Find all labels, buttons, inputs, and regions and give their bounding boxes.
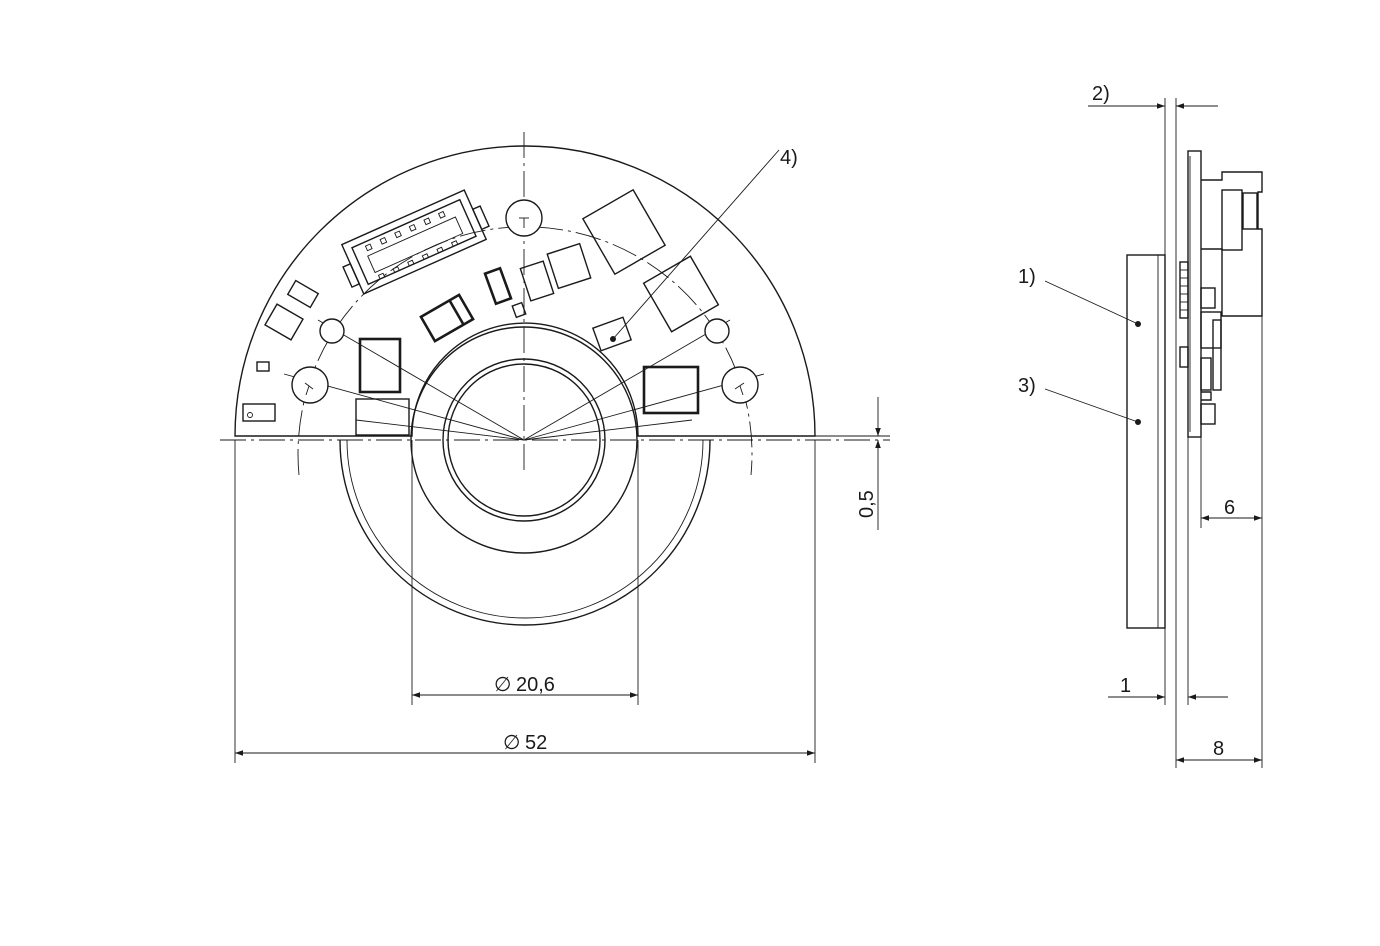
component: [264, 303, 304, 341]
callout-2: 2): [1092, 83, 1110, 105]
component-sensor: [591, 316, 633, 352]
component: [519, 260, 555, 302]
connector: [340, 189, 490, 295]
component: [483, 266, 513, 306]
bolt-circle-arc: [297, 226, 753, 476]
mounting-hole-right: [721, 366, 759, 404]
component: [546, 242, 592, 290]
pcb-components: [242, 188, 720, 436]
front-dimensions: [234, 397, 890, 763]
component: [286, 279, 320, 309]
callout-4: 4): [780, 147, 798, 169]
mounting-hole-left: [291, 366, 329, 404]
component: [358, 337, 402, 394]
pcb-outline: [234, 145, 816, 437]
side-view: [1126, 150, 1263, 629]
magnet-ring-inner-step: [346, 439, 704, 619]
callout-1: 1): [1018, 266, 1036, 288]
side-dimensions: [1044, 98, 1263, 768]
mounting-holes: [291, 199, 759, 404]
component: [511, 301, 527, 319]
magnet-ring-outline: [339, 439, 711, 626]
dim-electronics: 6: [1224, 497, 1235, 519]
callout-3: 3): [1018, 375, 1036, 397]
front-view: [220, 132, 890, 626]
electronics-side: [1201, 171, 1263, 317]
component: [642, 365, 700, 415]
component: [642, 255, 720, 333]
mounting-hole-small-left: [319, 318, 345, 344]
component: [581, 188, 667, 276]
diameter-symbol-outer: ∅: [503, 732, 520, 754]
dim-offset: 0,5: [856, 490, 878, 518]
dim-gap: 1: [1120, 675, 1131, 697]
dim-inner-diameter: 20,6: [516, 674, 555, 696]
dim-outer-diameter: 52: [525, 732, 547, 754]
dim-total: 8: [1213, 738, 1224, 760]
component: [256, 361, 270, 372]
diameter-symbol-inner: ∅: [494, 674, 511, 696]
component-diode: [419, 293, 475, 343]
component: [355, 398, 410, 436]
component: [242, 403, 276, 422]
magnet-side: [1126, 254, 1166, 629]
callout-4-leader: [612, 149, 780, 340]
callout-3-leader: [1044, 388, 1139, 423]
mounting-hole-small-right: [704, 318, 730, 344]
callout-1-leader: [1044, 280, 1139, 325]
